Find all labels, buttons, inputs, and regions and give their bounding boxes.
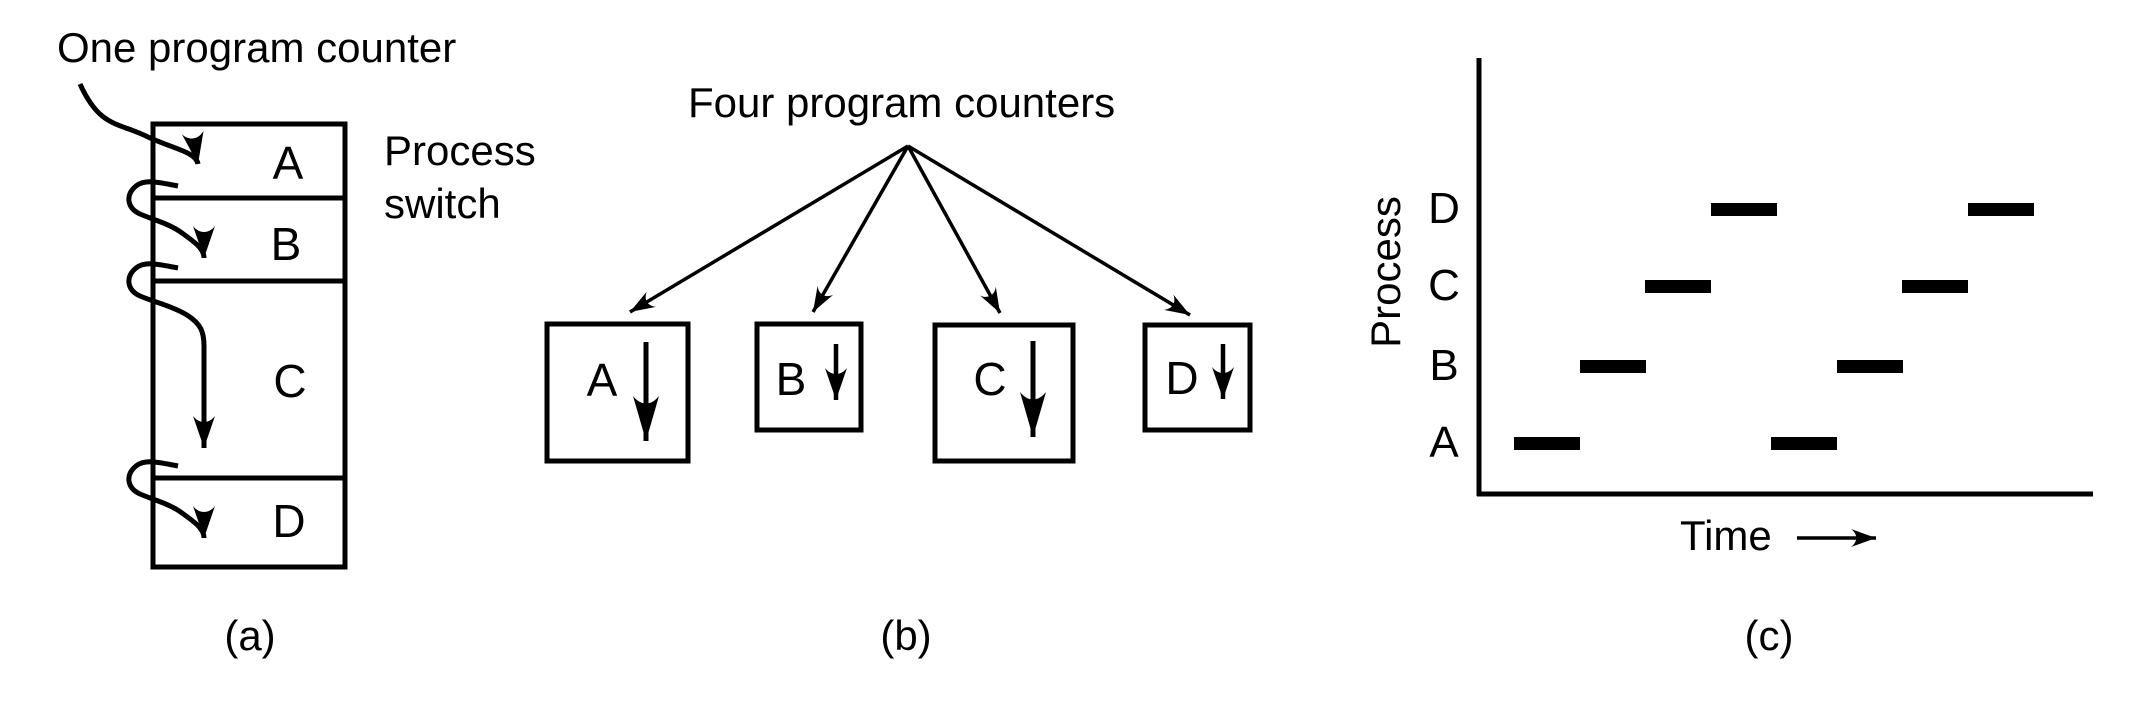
fan-arrow-c xyxy=(906,145,1002,314)
fan-arrow-d xyxy=(907,144,1191,317)
panel-b-counter-arrows xyxy=(633,341,1234,441)
process-box-c xyxy=(932,322,1076,464)
row-label-a: A xyxy=(1429,418,1459,467)
process-box-d xyxy=(1142,322,1253,433)
execution-dash-c-6 xyxy=(1902,280,1968,293)
process-axis-label: Process xyxy=(1362,196,1409,348)
process-box-a xyxy=(544,321,691,464)
time-axis-label: Time xyxy=(1680,512,1772,559)
process-box-b xyxy=(754,321,864,433)
box-label-a: A xyxy=(586,354,618,406)
switch-loop-arrow-3 xyxy=(126,459,215,539)
panel-b-boxes xyxy=(544,321,1253,464)
fan-arrow-b xyxy=(811,145,910,313)
row-label-d: D xyxy=(1428,184,1460,233)
box-label-b: B xyxy=(775,353,807,405)
section-label-d: D xyxy=(272,495,306,547)
one-program-counter-label: One program counter xyxy=(57,24,457,71)
caption-c: (c) xyxy=(1744,612,1794,659)
row-label-b: B xyxy=(1429,341,1459,390)
program-counter-path xyxy=(77,82,215,539)
four-program-counters-label: Four program counters xyxy=(688,79,1116,126)
execution-dash-b-5 xyxy=(1837,360,1903,373)
section-label-b: B xyxy=(270,218,302,270)
panel-c-axes xyxy=(1476,58,2093,497)
execution-dash-b-1 xyxy=(1580,360,1646,373)
execution-dash-d-7 xyxy=(1968,203,2034,216)
caption-a: (a) xyxy=(224,612,276,659)
section-label-a: A xyxy=(272,137,304,189)
panel-a-box xyxy=(150,121,348,570)
leader-curved-arrow xyxy=(77,82,204,165)
process-switch-label: Process switch xyxy=(384,127,536,227)
switch-loop-arrow-2 xyxy=(126,261,215,448)
caption-b: (b) xyxy=(880,612,932,659)
section-label-c: C xyxy=(273,355,307,407)
box-label-c: C xyxy=(973,353,1007,405)
fan-arrow-a xyxy=(629,144,909,314)
panel-b-fan-arrows xyxy=(629,144,1191,317)
execution-dash-c-2 xyxy=(1645,280,1711,293)
switch-loop-arrow-1 xyxy=(126,179,215,259)
row-label-c: C xyxy=(1428,261,1460,310)
execution-dash-d-3 xyxy=(1711,203,1777,216)
execution-dash-a-0 xyxy=(1514,437,1580,450)
execution-dash-a-4 xyxy=(1771,437,1837,450)
memory-box xyxy=(150,121,348,570)
box-label-d: D xyxy=(1165,352,1199,404)
